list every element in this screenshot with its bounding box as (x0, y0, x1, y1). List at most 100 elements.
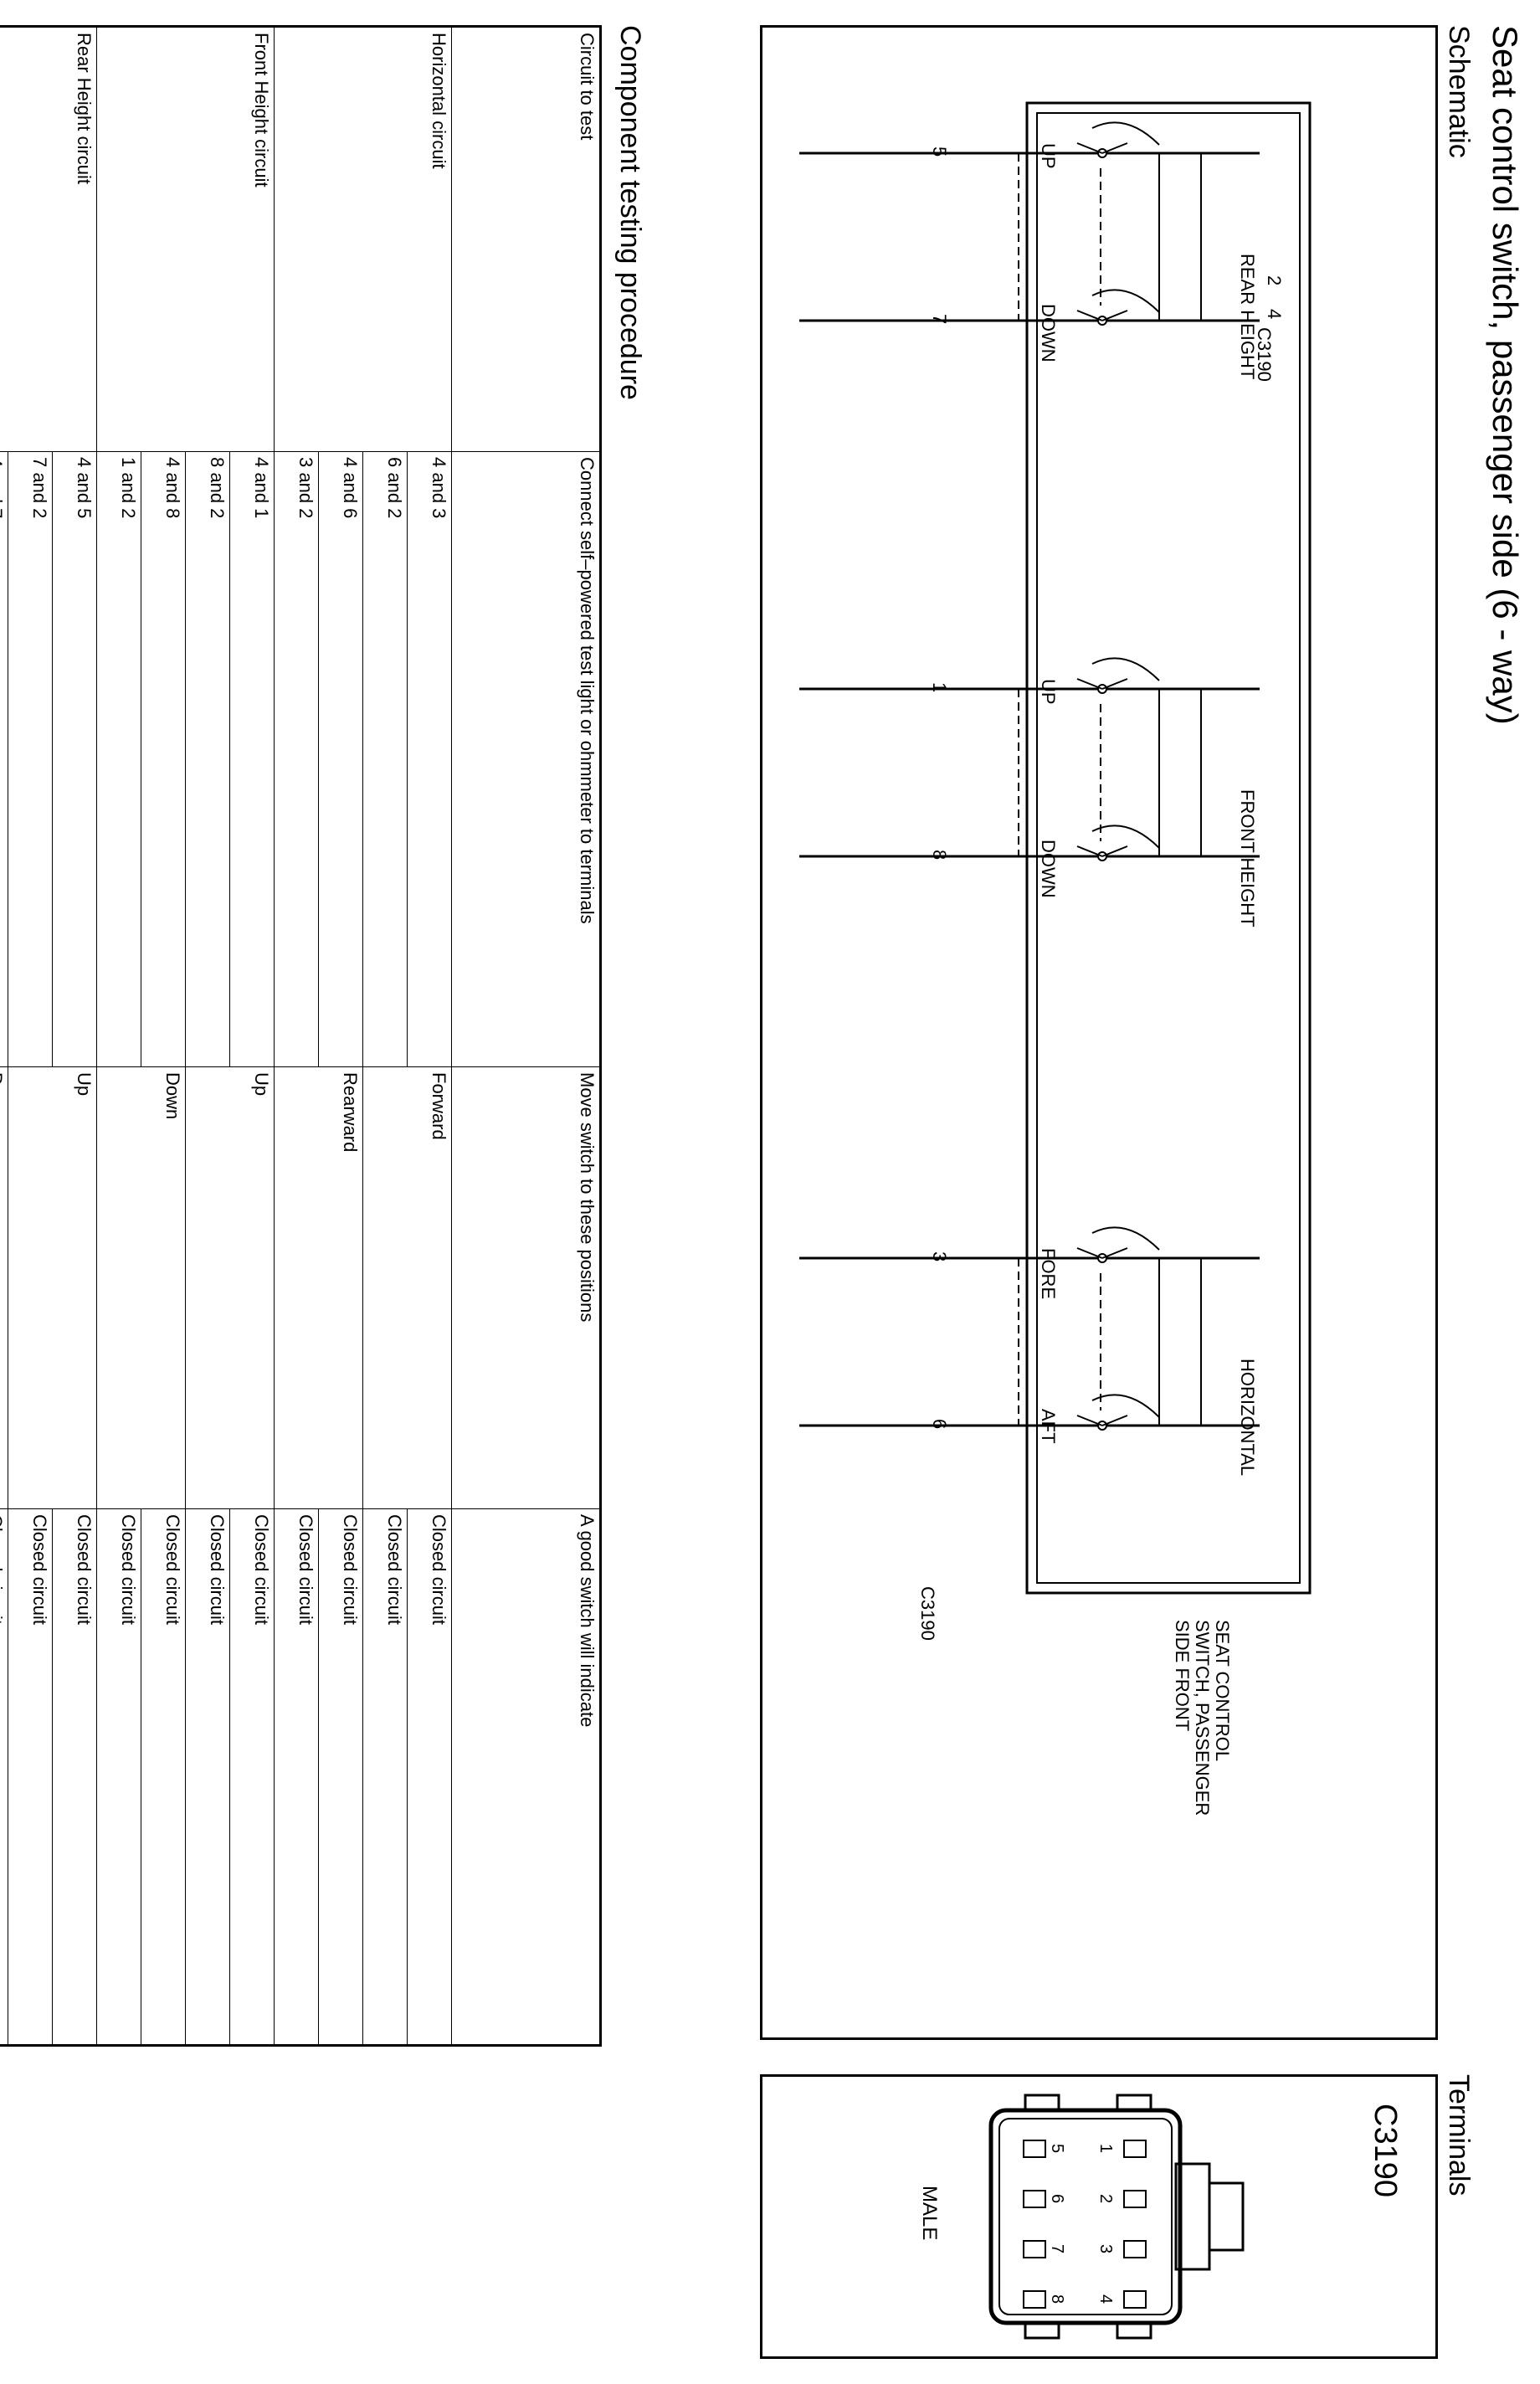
terminals-cell: 4 and 1 (229, 451, 275, 1067)
result-cell: Closed circuit (318, 1508, 363, 2046)
procedure-heading: Component testing procedure (614, 25, 646, 400)
group-name: REAR HEIGHT (1237, 254, 1258, 379)
switch-outline-outer (1025, 101, 1312, 1595)
gender-label: MALE (918, 2186, 941, 2240)
terminal-connector-name: C3190 (1368, 2104, 1403, 2197)
switch-arm (1091, 1226, 1160, 1251)
circuit-cell: Horizontal circuit (274, 26, 452, 452)
col-result: A good switch will indicate (451, 1508, 601, 2046)
position-cell: Up (185, 1066, 275, 1509)
pin-label: 7 (1048, 2244, 1066, 2253)
position-cell: Forward (362, 1066, 452, 1509)
terminals-cell: 4 and 3 (407, 451, 452, 1067)
position-cell: Rearward (274, 1066, 363, 1509)
group-name: FRONT HEIGHT (1237, 789, 1258, 927)
procedure-header-row: Circuit to test Connect self–powered tes… (451, 26, 601, 2046)
switch-arm (1091, 289, 1160, 313)
top-pin-2: 2 (1264, 275, 1285, 285)
pin-socket (1023, 2140, 1046, 2158)
terminals-cell: 8 and 2 (185, 451, 230, 1067)
pin-number: 8 (929, 850, 950, 860)
switch-blade (1076, 142, 1128, 154)
pin-socket (1023, 2290, 1046, 2309)
pin-label: 2 (1096, 2194, 1115, 2203)
result-cell: Closed circuit (362, 1508, 408, 2046)
top-pin-4: 4 (1264, 309, 1285, 319)
terminals-cell: 4 and 6 (318, 451, 363, 1067)
terminal-connector-view: C3190 1 5 2 6 3 7 4 8 MALE (918, 2094, 1403, 2340)
result-cell: Closed circuit (52, 1508, 97, 2046)
switch-right-label: DOWN (1038, 840, 1059, 898)
latch-frame (1174, 2162, 1211, 2271)
page-title: Seat control switch, passenger side (6 -… (1486, 25, 1525, 725)
switch-blade (1076, 678, 1128, 690)
terminals-cell: 4 and 5 (52, 451, 97, 1067)
pin-number: 6 (929, 1419, 950, 1429)
connector-body (988, 2108, 1183, 2325)
position-cell: Up (8, 1066, 97, 1509)
pin-number: 7 (929, 314, 950, 324)
component-label-1: SEAT CONTROL (1212, 1620, 1233, 1761)
switch-right-label: AFT (1038, 1409, 1059, 1444)
connector-inner-wall (998, 2118, 1173, 2315)
pin-label: 6 (1048, 2194, 1066, 2203)
switch-arm (1091, 657, 1160, 681)
pin-socket (1123, 2140, 1147, 2158)
pin-socket (1023, 2240, 1046, 2258)
switch-left-label: FORE (1038, 1248, 1059, 1299)
terminals-panel: C3190 1 5 2 6 3 7 4 8 MALE (760, 2074, 1438, 2359)
top-connector-label: C3190 (1254, 327, 1275, 382)
group-name: HORIZONTAL (1237, 1359, 1258, 1476)
pin-label: 1 (1096, 2144, 1115, 2153)
procedure-table: Circuit to test Connect self–powered tes… (0, 25, 602, 2047)
switch-arm (1091, 121, 1160, 146)
result-cell: Closed circuit (0, 1508, 8, 2046)
circuit-cell: Front Height circuit (96, 26, 275, 452)
circuit-cell: Rear Height circuit (0, 26, 97, 452)
locking-tab (1208, 2181, 1245, 2252)
result-cell: Closed circuit (229, 1508, 275, 2046)
connector-ribs (1024, 2094, 1152, 2340)
pin-label: 3 (1096, 2244, 1115, 2253)
terminals-cell: 4 and 8 (141, 451, 186, 1067)
switch-left-label: UP (1038, 679, 1059, 705)
col-positions: Move switch to these positions (451, 1066, 601, 1509)
switch-arm (1091, 1394, 1160, 1418)
position-cell: Down (0, 1066, 8, 1509)
pin-number: 3 (929, 1251, 950, 1261)
switch-right-label: DOWN (1038, 304, 1059, 362)
pin-label: 4 (1096, 2294, 1115, 2304)
component-label-2: SWITCH, PASSENGER (1192, 1620, 1213, 1816)
pin-label: 5 (1048, 2144, 1066, 2153)
switch-blade (1076, 1247, 1128, 1259)
result-cell: Closed circuit (274, 1508, 319, 2046)
col-circuit: Circuit to test (451, 26, 601, 452)
result-cell: Closed circuit (96, 1508, 141, 2046)
switch-blade (1076, 1415, 1128, 1426)
result-cell: Closed circuit (407, 1508, 452, 2046)
pin-number: 1 (929, 682, 950, 692)
pin-socket (1123, 2240, 1147, 2258)
pin-socket (1023, 2190, 1046, 2208)
switch-arm (1091, 825, 1160, 849)
terminals-cell: 4 and 7 (0, 451, 8, 1067)
position-cell: Down (96, 1066, 186, 1509)
pin-number: 5 (929, 146, 950, 157)
pin-label: 8 (1048, 2294, 1066, 2304)
switch-blade (1076, 310, 1128, 321)
switch-outline-inner (1036, 112, 1301, 1584)
result-cell: Closed circuit (8, 1508, 53, 2046)
switch-blade (1076, 845, 1128, 857)
terminals-cell: 3 and 2 (274, 451, 319, 1067)
bottom-connector-label: C3190 (917, 1586, 938, 1641)
terminals-cell: 7 and 2 (8, 451, 53, 1067)
terminals-cell: 6 and 2 (362, 451, 408, 1067)
result-cell: Closed circuit (141, 1508, 186, 2046)
component-label-3: SIDE FRONT (1172, 1620, 1193, 1731)
